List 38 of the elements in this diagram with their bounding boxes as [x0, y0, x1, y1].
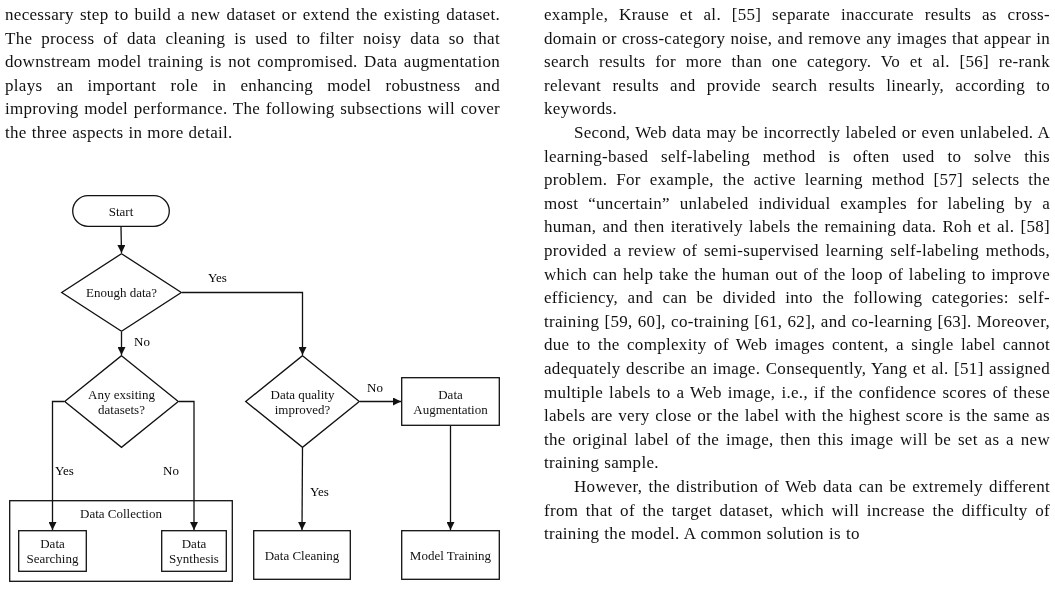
arrow: [181, 291, 307, 356]
edge-label: No: [133, 335, 151, 349]
node-label: Data Synthesis: [168, 536, 220, 566]
start-terminal: [72, 195, 170, 227]
arrow: [359, 397, 402, 406]
process-box: [253, 530, 351, 580]
process-box: [401, 377, 500, 426]
group-box: [9, 500, 233, 582]
arrow: [117, 226, 126, 254]
paragraph: example, Krause et al. [55] separate inaccurate results as cross-domain or cross-category noise, and remove any images that appear in search results for more than one category. Vo et al. [56] re-rank relevant results and provide search results linearly, according to keywords.: [544, 4, 1050, 121]
decision-diamond: [64, 355, 179, 448]
edge-label: No: [366, 381, 384, 395]
node-label: Any exsiting datasets?: [87, 386, 156, 417]
node-label: Data quality improved?: [269, 386, 336, 417]
process-box: [401, 530, 500, 580]
node-label: Model Training: [409, 547, 492, 563]
arrow: [48, 400, 65, 531]
node-label: Data Searching: [25, 536, 80, 566]
edge-label: Yes: [54, 464, 75, 478]
paragraph: necessary step to build a new dataset or extend the existing dataset. The process of data cleaning is used to filter noisy data so that downstream model training is not compromised. Data augmentation plays an important role in enhancing model robustness and improving model performance. The following subsections will cover the three aspects in more detail.: [5, 4, 500, 144]
edge-label: Yes: [207, 271, 228, 285]
paragraph: Second, Web data may be incorrectly labeled or even unlabeled. A learning-based self-labeling method is often used to solve this problem. For example, the active learning method [57] selects the most “uncertain” unlabeled individual examples for labeling by a human, and then iteratively labels the remaining data. Roh et al. [58] provided a review of semi-supervised learning self-labeling methods, which can help take the human out of the loop of labeling to improve efficiency, and can be divided into the following categories: self-training [59, 60], co-training [61, 62], and co-learning [63]. Moreover, due to the complexity of Web images content, a single label cannot adequately describe an image. Consequently, Yang et al. [51] assigned multiple labels to a Web image, i.e., if the confidence scores of these labels are very close or the label with the highest score is the same as the original label of the image, then this image will be set as a new training sample.: [544, 122, 1050, 475]
paragraph: However, the distribution of Web data can be extremely different from that of the target dataset, which will increase the difficulty of training the model. A common solution is to: [544, 476, 1050, 546]
group-title: Data Collection: [80, 506, 162, 521]
decision-diamond: [245, 355, 360, 448]
node-label: Data Cleaning: [264, 547, 340, 563]
arrow: [446, 425, 455, 531]
arrow: [298, 447, 307, 531]
node-label: Enough data?: [85, 285, 158, 300]
node-label: Data Augmentation: [412, 386, 489, 417]
node-label: Start: [108, 203, 134, 219]
process-box: [18, 530, 87, 572]
arrow: [178, 400, 198, 531]
decision-diamond: [61, 253, 182, 332]
edge-label: No: [162, 464, 180, 478]
process-box: [161, 530, 227, 572]
arrow: [117, 331, 126, 356]
edge-label: Yes: [309, 485, 330, 499]
